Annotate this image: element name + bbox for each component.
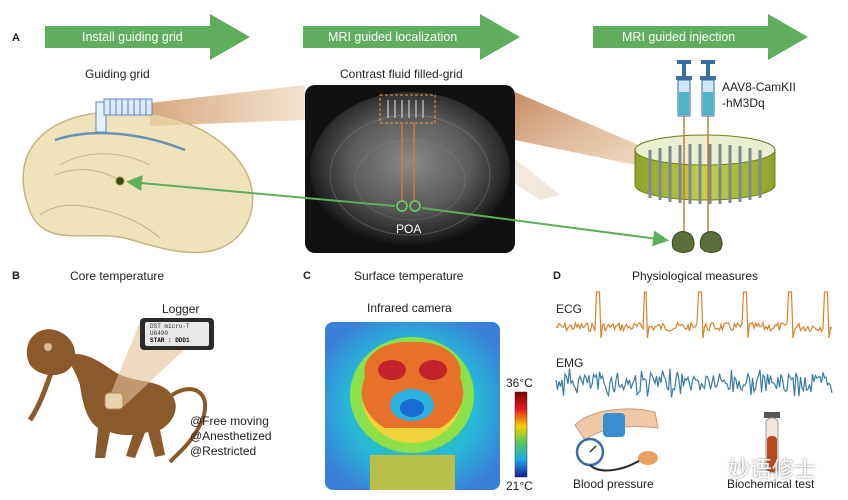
mri-image	[305, 85, 515, 253]
condition-free-moving: @Free moving	[190, 414, 269, 428]
logger-device	[140, 318, 214, 350]
blood-pressure-label: Blood pressure	[573, 477, 654, 491]
logger-text-2: U6490	[150, 330, 169, 337]
condition-anesthetized: @Anesthetized	[190, 429, 272, 443]
poa-label: POA	[396, 222, 422, 236]
target-blob-right	[699, 231, 723, 253]
guiding-grid-device	[95, 98, 153, 133]
projection-beam-1	[150, 85, 305, 126]
surface-temperature-title: Surface temperature	[354, 269, 464, 283]
syringe-left	[676, 60, 692, 235]
syringe-right	[700, 60, 716, 235]
step-arrow-3	[593, 14, 808, 60]
panel-b-letter: B	[12, 270, 20, 282]
biochemical-test-label: Biochemical test	[727, 477, 815, 491]
test-tube-icon	[764, 412, 780, 474]
infrared-image	[325, 322, 500, 490]
poa-arrow-left	[126, 175, 396, 207]
scale-max-label: 36°C	[506, 376, 533, 390]
logger-spot	[104, 392, 124, 410]
step-arrow-2	[303, 14, 520, 60]
step-2-label: MRI guided localization	[328, 30, 458, 44]
ecg-trace	[555, 291, 833, 339]
step-1-label: Install guiding grid	[82, 30, 183, 44]
step-3-label: MRI guided injection	[622, 30, 736, 44]
contrast-grid-label: Contrast fluid filled-grid	[340, 67, 463, 81]
core-temperature-title: Core temperature	[70, 269, 165, 283]
physiological-measures-title: Physiological measures	[632, 269, 759, 283]
poa-arrow-right	[421, 207, 669, 247]
ecg-label: ECG	[556, 302, 583, 316]
temperature-scale-bar	[514, 391, 528, 478]
emg-trace	[555, 368, 833, 398]
panel-d-letter: D	[553, 270, 561, 282]
emg-label: EMG	[556, 356, 584, 370]
injection-grid	[634, 134, 776, 204]
condition-restricted: @Restricted	[190, 444, 257, 458]
virus-label-line2: -hM3Dq	[722, 96, 765, 110]
logger-label: Logger	[162, 302, 200, 316]
projection-beam-2	[515, 92, 650, 168]
guiding-grid-label: Guiding grid	[85, 67, 150, 81]
virus-label-line1: AAV8-CamKII	[722, 80, 796, 94]
target-blob-left	[671, 231, 695, 253]
infrared-camera-label: Infrared camera	[367, 301, 452, 315]
panel-c-letter: C	[303, 270, 311, 282]
watermark: 妙语修士	[728, 457, 817, 482]
logger-text-1: DST micro-T	[150, 323, 190, 330]
step-arrow-1	[45, 14, 250, 60]
scale-min-label: 21°C	[506, 479, 533, 493]
logger-text-3: STAR : DDD1	[150, 337, 190, 344]
panel-a-letter: A	[12, 32, 20, 44]
blood-pressure-icon	[574, 408, 659, 472]
